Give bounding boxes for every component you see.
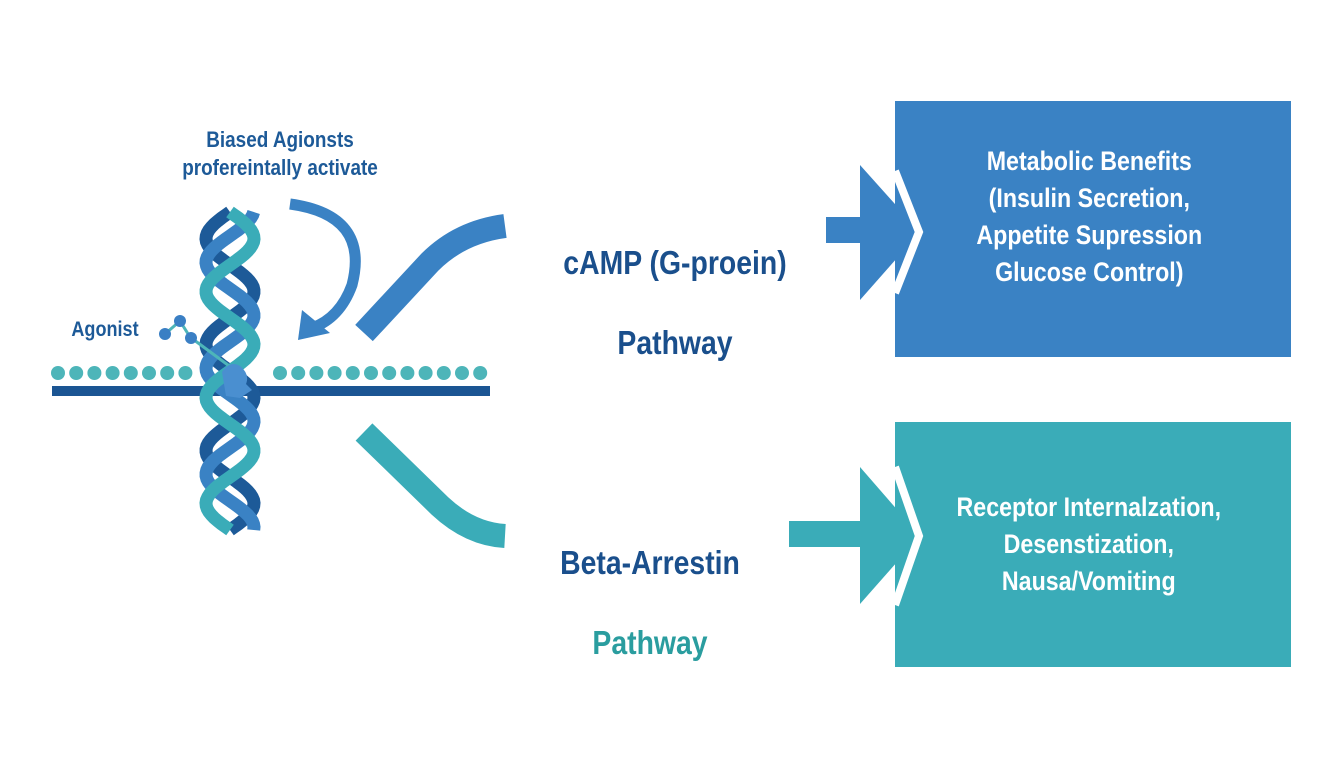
receptor-internalization-box: Receptor Internalzation, Desenstization,… bbox=[895, 422, 1291, 667]
beta-arrestin-connector-arrow bbox=[355, 423, 507, 548]
lipid-head bbox=[123, 366, 138, 380]
lipid-head bbox=[418, 366, 433, 380]
camp-connector-arrow bbox=[355, 214, 507, 342]
camp-pathway-label: cAMP (G-proein) Pathway bbox=[525, 203, 826, 403]
lipid-head bbox=[327, 366, 342, 380]
lipid-head bbox=[309, 366, 324, 380]
curved-arrow-icon bbox=[289, 198, 361, 340]
lipid-head bbox=[436, 366, 451, 380]
beta-arrestin-outcome-arrow-icon bbox=[789, 467, 920, 604]
beta-arrestin-pathway-label-line1: Beta-Arrestin bbox=[560, 544, 740, 581]
lipid-head bbox=[455, 366, 469, 380]
metabolic-benefits-text: Metabolic Benefits (Insulin Secretion, A… bbox=[976, 146, 1202, 287]
lipid-head bbox=[382, 366, 397, 380]
receptor-internalization-text: Receptor Internalzation, Desenstization,… bbox=[956, 492, 1222, 596]
box-notch-icon bbox=[895, 169, 924, 295]
lipid-head bbox=[142, 366, 156, 380]
box-notch-icon bbox=[895, 465, 924, 607]
lipid-head bbox=[345, 366, 360, 380]
membrane-lipid-heads bbox=[51, 366, 488, 380]
binding-pocket bbox=[222, 364, 252, 398]
lipid-head bbox=[400, 366, 415, 380]
metabolic-benefits-box: Metabolic Benefits (Insulin Secretion, A… bbox=[895, 101, 1291, 357]
lipid-head bbox=[364, 366, 378, 380]
lipid-head bbox=[105, 366, 120, 380]
biased-agonists-annotation: Biased Agionsts profereintally activate bbox=[182, 127, 378, 180]
lipid-head bbox=[273, 366, 287, 380]
beta-arrestin-pathway-label-line2: Pathway bbox=[592, 624, 708, 661]
camp-pathway-label-line1: cAMP (G-proein) bbox=[563, 244, 787, 281]
lipid-head bbox=[291, 366, 306, 380]
helix-strand-mid bbox=[199, 209, 261, 531]
lipid-head bbox=[473, 366, 488, 380]
lipid-head bbox=[178, 366, 193, 380]
agonist-label: Agonist bbox=[71, 318, 139, 341]
cell-membrane bbox=[52, 386, 490, 396]
camp-pathway-label-line2: Pathway bbox=[617, 324, 733, 361]
agonist-molecule-icon bbox=[159, 315, 233, 370]
lipid-head bbox=[160, 366, 175, 380]
beta-arrestin-pathway-label: Beta-Arrestin Pathway bbox=[512, 503, 787, 703]
lipid-head bbox=[69, 366, 84, 380]
lipid-head bbox=[87, 366, 102, 380]
camp-outcome-arrow-icon bbox=[826, 165, 920, 300]
lipid-head bbox=[51, 366, 65, 380]
